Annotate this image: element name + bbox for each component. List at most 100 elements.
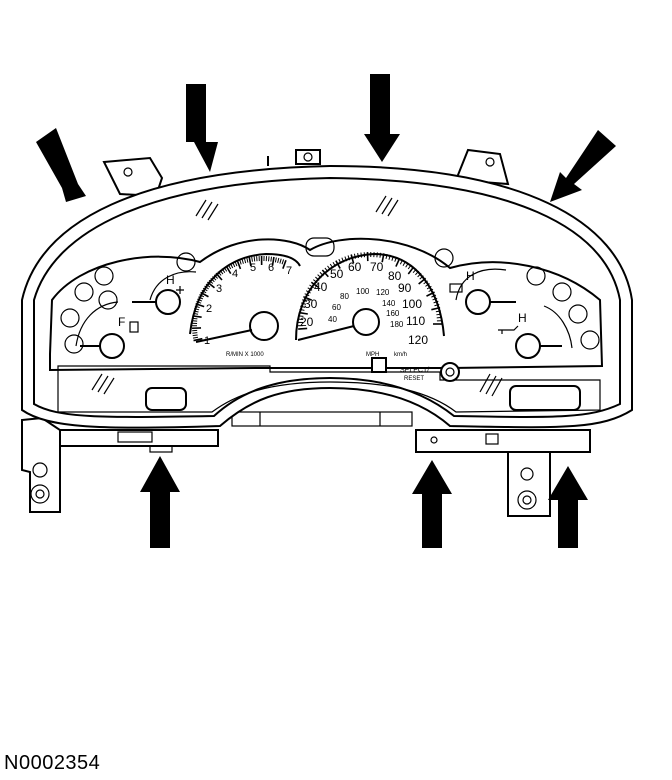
figure-code: N0002354: [4, 752, 101, 774]
dial-tick: [248, 257, 252, 267]
dial-tick: [225, 265, 232, 275]
arrow-group: [36, 74, 616, 548]
dial-tick: [324, 267, 329, 273]
dial-tick: [230, 263, 234, 269]
tach-numeral: 4: [232, 268, 238, 280]
dial-tick: [194, 308, 200, 311]
arrow-top-left: [36, 128, 86, 202]
dial-tick: [202, 287, 208, 292]
dial-tick: [407, 266, 415, 275]
mph-numeral: 70: [370, 260, 384, 274]
tach-numeral: 3: [216, 283, 222, 295]
lens-glare-marks: [91, 195, 503, 397]
mph-numeral: 40: [314, 280, 328, 294]
speedo-mph-numerals: 20 30 40 50 60 70 80 90 100 110 120: [300, 260, 428, 347]
dial-tick: [213, 274, 219, 279]
dial-tick: [376, 252, 378, 258]
select-reset-knob-center: [445, 367, 455, 377]
dial-tick: [246, 257, 249, 263]
dial-tick: [234, 261, 238, 267]
dial-tick: [412, 268, 417, 274]
dial-tick: [344, 256, 348, 262]
dial-tick: [206, 281, 215, 289]
kmh-numeral: 80: [340, 292, 349, 301]
dial-tick: [208, 279, 214, 284]
temp-hot-label: H: [166, 273, 175, 287]
dial-tick: [394, 256, 398, 262]
dial-tick: [192, 317, 198, 320]
cluster-lens-bezel: [33, 176, 621, 418]
dial-tick: [353, 253, 356, 259]
mph-numeral: 80: [388, 269, 402, 283]
right-mounting-bracket: [507, 445, 551, 517]
dial-tick: [415, 270, 420, 276]
dial-tick: [227, 264, 232, 270]
dial-tick: [298, 315, 304, 317]
dial-tick: [239, 259, 242, 265]
right-display-window: [509, 385, 581, 411]
dial-tick: [236, 260, 242, 270]
dial-tick: [391, 255, 394, 261]
dial-tick: [282, 259, 287, 269]
trip-reset-button[interactable]: [371, 357, 387, 373]
dial-tick: [307, 287, 313, 291]
dial-tick: [193, 312, 199, 315]
dial-tick: [298, 311, 308, 315]
dial-tick: [360, 252, 363, 258]
dial-tick: [332, 261, 337, 267]
dial-tick: [436, 313, 442, 316]
dial-tick: [195, 303, 205, 308]
dial-tick: [419, 275, 424, 280]
dial-tick: [201, 289, 207, 294]
arrow-bottom-right: [548, 466, 588, 548]
tach-numerals: 1 2 3 4 5 6 7: [204, 262, 292, 347]
kmh-numeral: 40: [328, 315, 337, 324]
tach-numeral: 5: [250, 262, 256, 274]
dial-tick: [192, 334, 198, 337]
dial-tick: [402, 261, 406, 266]
dial-tick: [302, 299, 308, 302]
left-mounting-bracket: [21, 416, 61, 513]
dial-tick: [433, 300, 439, 304]
dial-tick: [321, 269, 329, 278]
dial-tick: [319, 271, 324, 277]
speedo-tick-marks: [298, 251, 442, 330]
warning-lamp-cluster-left: [60, 252, 196, 354]
dial-tick: [304, 293, 310, 297]
speedo-kmh-numerals: 40 60 80 100 120 140 160 180: [328, 287, 404, 329]
fuel-gauge: F: [75, 301, 139, 359]
dial-tick: [298, 327, 308, 330]
right-lower-high-label: H: [518, 311, 527, 325]
dial-tick: [303, 295, 313, 301]
arrow-top-right: [550, 130, 616, 202]
kmh-numeral: 120: [376, 288, 390, 297]
tach-numeral: 7: [286, 265, 292, 277]
arrow-bottom-center: [412, 460, 452, 548]
dial-tick: [204, 285, 209, 290]
dial-tick: [193, 310, 199, 313]
dial-tick: [251, 256, 253, 262]
dial-tick: [192, 315, 202, 318]
dial-tick: [192, 332, 198, 334]
dial-tick: [312, 279, 318, 284]
dial-tick: [338, 258, 342, 264]
dial-tick: [431, 306, 441, 311]
tachometer: 1 2 3 4 5 6 7 R/MIN X 1000: [189, 252, 301, 358]
mph-numeral: 100: [402, 297, 422, 311]
speedometer: 20 30 40 50 60 70 80 90 100 110 120 40 6…: [295, 251, 445, 358]
dial-tick: [385, 253, 388, 260]
dial-tick: [198, 296, 204, 300]
dial-tick: [431, 294, 437, 298]
dial-tick: [219, 269, 224, 275]
dial-tick: [423, 280, 428, 285]
mph-numeral: 110: [406, 314, 425, 328]
dial-tick: [434, 303, 440, 307]
dial-tick: [335, 260, 341, 269]
dial-tick: [435, 310, 441, 313]
kmh-numeral: 60: [332, 303, 341, 312]
dial-tick: [341, 257, 345, 263]
select-reset-knob[interactable]: [440, 362, 460, 382]
kmh-numeral: 180: [390, 320, 404, 329]
arrow-top-center: [364, 74, 400, 162]
